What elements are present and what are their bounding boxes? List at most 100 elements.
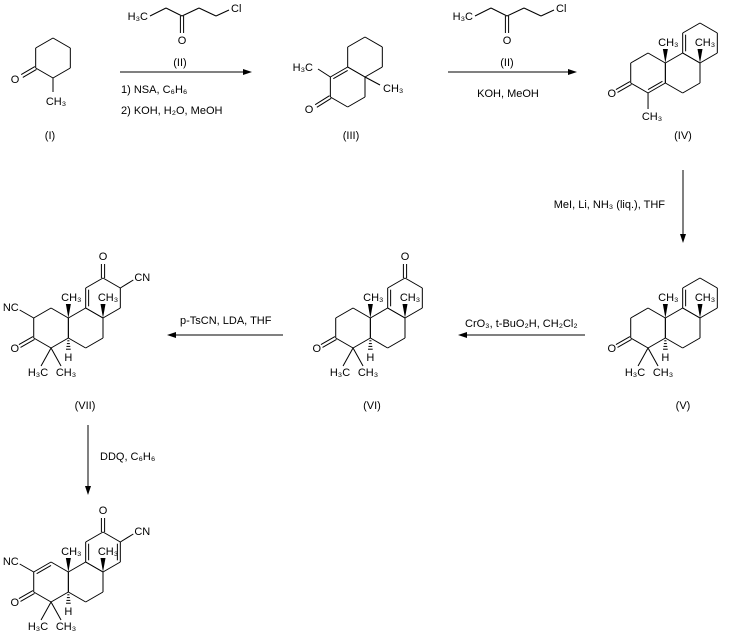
nitrile-label: NC	[3, 302, 19, 314]
ring-bond	[352, 307, 371, 319]
wedge-bond	[65, 304, 71, 318]
ring-bond	[68, 307, 86, 319]
ring-bond	[85, 307, 104, 319]
double-bond	[20, 592, 35, 602]
reagent-step6: DDQ, C₆H₆	[100, 451, 155, 463]
ring-bond	[85, 561, 104, 573]
ring-bond	[33, 591, 52, 603]
wedge-bond	[100, 304, 106, 318]
hydrogen-label: H	[64, 352, 72, 364]
compound-label-VI: (VI)	[363, 400, 381, 412]
ring-bond	[699, 277, 718, 289]
ring-bond	[370, 307, 388, 319]
reagent-step1-line2: 2) KOH, H₂O, MeOH	[121, 105, 223, 117]
bond	[647, 347, 659, 367]
ring-bond	[647, 82, 666, 94]
arrow-step5	[167, 332, 283, 338]
nitrile-label: CN	[134, 272, 150, 284]
reagent-step4: CrO₃, t-BuO₂H, CH₂Cl₂	[465, 318, 578, 330]
ring-bond	[404, 277, 423, 289]
double-bond-inner	[333, 69, 348, 80]
ring-bond	[35, 67, 54, 79]
methyl-label: H₃C	[625, 367, 645, 379]
methyl-label: CH₃	[383, 83, 403, 95]
chlorine-label: Cl	[231, 3, 241, 15]
methyl-label: H₃C	[293, 62, 313, 74]
ring-bond	[33, 561, 52, 573]
reagent-step5: p-TsCN, LDA, THF	[180, 315, 272, 327]
double-bond	[316, 97, 332, 108]
arrow-step1	[120, 69, 252, 75]
atom-label-o: O	[99, 251, 108, 263]
wedge-bond	[65, 558, 71, 572]
double-bond	[18, 590, 34, 600]
angular-methyl-label: CH₃	[98, 292, 118, 304]
methyl-label: H₃C	[28, 367, 48, 379]
ring-bond	[682, 52, 701, 64]
bond	[342, 347, 354, 367]
methyl-label: H₃C	[28, 621, 48, 633]
compound-label-III: (III)	[343, 130, 360, 142]
atom-label-o: O	[10, 343, 19, 355]
bond	[50, 601, 62, 621]
methyl-label: CH₃	[358, 367, 378, 379]
chain-bond	[490, 7, 508, 17]
atom-label-o: O	[503, 35, 512, 47]
ring-bond	[665, 52, 683, 64]
ring-bond	[647, 307, 666, 319]
wedge-bond	[367, 304, 373, 318]
reagent-step1-line1: 1) NSA, C₆H₆	[121, 84, 187, 96]
ring-bond	[85, 277, 104, 289]
ring-bond	[50, 561, 69, 573]
methyl-label: H₃C	[330, 367, 350, 379]
chain-bond	[165, 7, 183, 17]
ring-bond	[404, 307, 423, 319]
ring-bond	[665, 82, 683, 94]
chain-bond	[506, 7, 525, 17]
double-bond	[314, 95, 330, 106]
atom-label-o: O	[10, 597, 19, 609]
atom-label-o: O	[11, 74, 20, 86]
chain-bond	[540, 9, 555, 17]
angular-methyl-label: CH₃	[61, 546, 81, 558]
double-bond-inner	[647, 80, 663, 91]
ring-bond	[50, 591, 69, 603]
ring-bond	[682, 82, 701, 94]
chain-bond	[181, 7, 200, 17]
double-bond	[615, 336, 631, 346]
double-bond	[615, 81, 631, 91]
ring-bond	[630, 337, 649, 349]
reagent-step3: MeI, Li, NH₃ (liq.), THF	[554, 199, 666, 211]
double-bond	[20, 66, 36, 76]
bond	[364, 76, 381, 86]
ring-bond	[682, 22, 701, 34]
double-bond	[617, 338, 632, 348]
ring-bond	[85, 531, 104, 543]
arrow-step4	[458, 332, 585, 338]
bond	[120, 279, 134, 289]
ring-bond	[52, 37, 71, 49]
ring-bond	[364, 36, 383, 48]
bond	[317, 68, 331, 78]
ring-bond	[630, 52, 649, 64]
ring-bond	[85, 337, 104, 349]
chain-bond	[149, 7, 167, 17]
ring-bond	[68, 561, 86, 573]
double-bond	[322, 338, 337, 348]
methyl-label: CH₃	[46, 96, 66, 108]
ring-bond	[85, 591, 104, 603]
ring-bond	[699, 22, 718, 34]
angular-methyl-label: CH₃	[695, 37, 715, 49]
ring-bond	[387, 277, 406, 289]
ring-bond	[682, 307, 701, 319]
bond	[637, 347, 649, 367]
angular-methyl-label: CH₃	[98, 546, 118, 558]
ring-bond	[33, 337, 52, 349]
ring-bond	[68, 591, 86, 603]
atom-label-o: O	[312, 343, 321, 355]
